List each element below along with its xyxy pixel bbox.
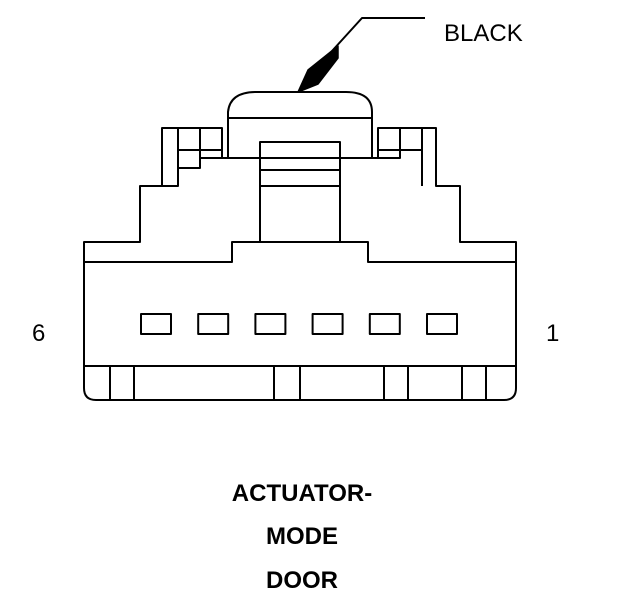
pin-cavity [140,313,172,335]
side-latch-right [377,127,437,186]
callout-label: BLACK [444,20,523,47]
pin-cavity [426,313,458,335]
pin-number-right: 1 [546,320,560,347]
pin-cavities [140,313,458,335]
pin-number-left: 6 [32,320,46,347]
title-line-1: ACTUATOR- [231,480,373,507]
pin-cavity [368,313,401,335]
lock-tab [227,91,373,158]
bottom-keys [109,366,487,400]
side-latch-left [177,127,223,186]
pin-cavity [254,313,287,335]
pin-cavity [311,313,344,335]
title-line-2: MODE [266,523,338,550]
body-shoulder [84,241,516,263]
center-stem [259,141,341,243]
pin-cavity [197,313,230,335]
title-line-3: DOOR [266,567,338,594]
callout-arrow [297,17,425,93]
